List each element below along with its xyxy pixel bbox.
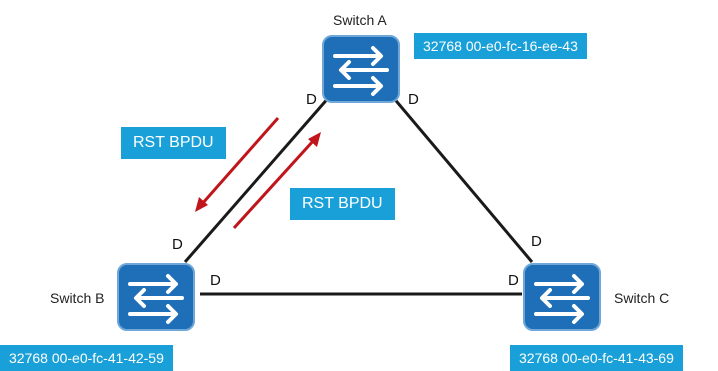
rst-bpdu-label-upper: RST BPDU	[121, 127, 226, 159]
switch-icon	[322, 35, 400, 103]
port-role-b-right: D	[210, 272, 221, 289]
port-role-c-left: D	[508, 272, 519, 289]
switch-c[interactable]	[522, 262, 602, 332]
switch-c-bridge-id: 32768 00-e0-fc-41-43-69	[510, 345, 683, 371]
port-role-a-left: D	[306, 91, 317, 108]
port-role-c-top: D	[531, 233, 542, 250]
bpdu-arrow-b-to-a	[232, 132, 321, 230]
switch-a-bridge-id: 32768 00-e0-fc-16-ee-43	[414, 33, 587, 59]
port-role-a-right: D	[408, 91, 419, 108]
link-a-c	[390, 95, 534, 263]
switch-b[interactable]	[116, 262, 196, 332]
switch-icon	[117, 263, 195, 331]
port-role-b-top: D	[172, 236, 183, 253]
rst-bpdu-label-lower: RST BPDU	[290, 188, 395, 220]
switch-a[interactable]	[321, 34, 401, 104]
link-a-b	[183, 95, 332, 263]
switch-c-name: Switch C	[614, 290, 670, 306]
bpdu-arrow-a-to-b	[195, 117, 280, 212]
switch-icon	[523, 263, 601, 331]
switch-b-bridge-id: 32768 00-e0-fc-41-42-59	[0, 345, 173, 371]
switch-b-name: Switch B	[50, 290, 105, 306]
switch-a-name: Switch A	[333, 12, 387, 28]
